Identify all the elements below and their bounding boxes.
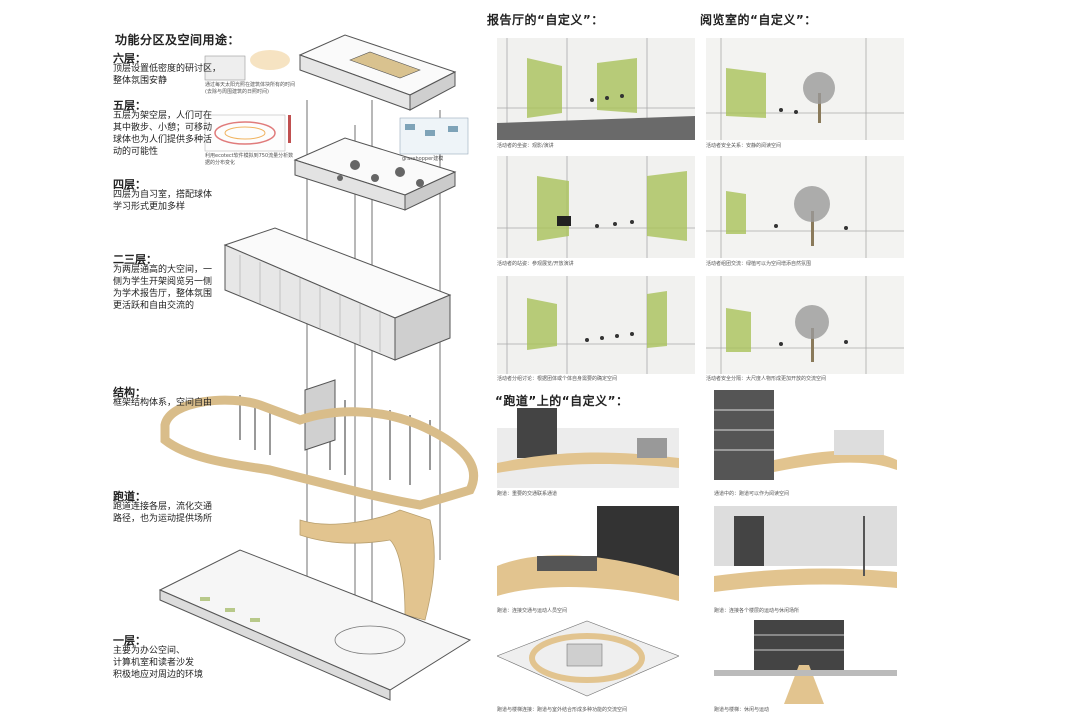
runway-ramp bbox=[299, 509, 435, 621]
runway-panel-1 bbox=[497, 408, 679, 488]
runway-desc: 跑道连接各层，流化交通路径，也为运动提供场所 bbox=[113, 502, 213, 524]
level-2-3-title: 二三层： bbox=[113, 253, 157, 266]
runway-panel-5 bbox=[497, 616, 679, 704]
runway-panel-4 bbox=[714, 506, 897, 606]
runway-loop bbox=[160, 395, 479, 510]
level-4-title: 四层： bbox=[113, 178, 146, 191]
reading-caption-1: 活动者安全关系：安静的阅读空间 bbox=[706, 143, 782, 149]
runway-heading: “跑道”上的“自定义”： bbox=[495, 394, 629, 408]
sunlight-caption: 通过每天太阳光照在建筑体块所有的时间(去除与周围建筑的日照时间) bbox=[205, 82, 296, 95]
structure-desc: 框架结构体系，空间自由 bbox=[113, 398, 213, 408]
runway-caption-3: 跑道：连接交通与运动人员空间 bbox=[497, 608, 568, 614]
lecture-caption-3: 活动者分组讨论：根据团体或个体自身需要的确定空间 bbox=[497, 376, 618, 382]
main-heading: 功能分区及空间用途： bbox=[115, 33, 241, 47]
reading-panel-2 bbox=[706, 156, 904, 258]
exploded-axonometric bbox=[158, 34, 479, 701]
reading-heading: 阅览室的“自定义”： bbox=[700, 13, 817, 27]
airflow-diagram bbox=[204, 114, 286, 152]
level-4-desc: 四层为自习室，搭配球体学习形式更加多样 bbox=[113, 190, 213, 212]
structure-title: 结构： bbox=[113, 386, 146, 399]
level-1-title: 一层： bbox=[113, 634, 146, 647]
reading-caption-3: 活动者安全分隔：大尺度人物形成更加开放的交流空间 bbox=[706, 376, 827, 382]
lecture-panel-1 bbox=[497, 38, 695, 140]
reading-caption-2: 活动者组团交流：绿植可以为空间增添自然氛围 bbox=[706, 261, 812, 267]
lecture-panel-3 bbox=[497, 276, 695, 374]
script-caption: grasshopper建模 bbox=[402, 156, 444, 162]
airflow-caption: 利用ecotect软件模拟到750流量分析数据的分布变化 bbox=[205, 153, 294, 166]
runway-panel-6 bbox=[714, 620, 897, 704]
level-5-title: 五层： bbox=[113, 99, 146, 112]
lecture-panel-2 bbox=[497, 156, 695, 258]
level-6-desc: 顶层设置低密度的研讨区，整体氛围安静 bbox=[113, 64, 222, 86]
runway-caption-2: 通道中的：跑道可以作为阅读空间 bbox=[714, 491, 790, 497]
runway-panel-2 bbox=[714, 390, 897, 488]
runway-caption-5: 跑道与楼梯连接：跑道与室外结合形成多种功能的交流空间 bbox=[497, 707, 628, 713]
reading-panel-3 bbox=[706, 276, 904, 374]
lecture-caption-1: 活动者的坐姿：观影/演讲 bbox=[497, 143, 554, 149]
level-1-desc: 主要为办公空间、计算机室和读者沙发积极地应对周边的环境 bbox=[113, 646, 204, 680]
runway-caption-1: 跑道：重要的交通联系通道 bbox=[497, 491, 558, 497]
runway-panel-3 bbox=[497, 506, 679, 606]
level-2-3-desc: 为两层通高的大空间，一侧为学生开架阅览另一侧为学术报告厅，整体氛围更活跃和自由交… bbox=[113, 265, 213, 311]
reading-panel-1 bbox=[706, 38, 904, 140]
runway-caption-6: 跑道与楼梯：休闲与运动 bbox=[714, 707, 770, 713]
level-6-title: 六层： bbox=[113, 52, 146, 65]
sunlight-diagram bbox=[204, 55, 246, 81]
runway-title: 跑道： bbox=[113, 490, 146, 503]
lecture-heading: 报告厅的“自定义”： bbox=[487, 13, 604, 27]
runway-caption-4: 跑道：连接各个楼层的运动与休闲场所 bbox=[714, 608, 800, 614]
level-5-desc: 五层为架空层，人们可在其中散步、小憩；可移动球体也为人们提供多种活动的可能性 bbox=[113, 111, 213, 157]
lecture-caption-2: 活动者的站姿：参观展览/开放演讲 bbox=[497, 261, 574, 267]
